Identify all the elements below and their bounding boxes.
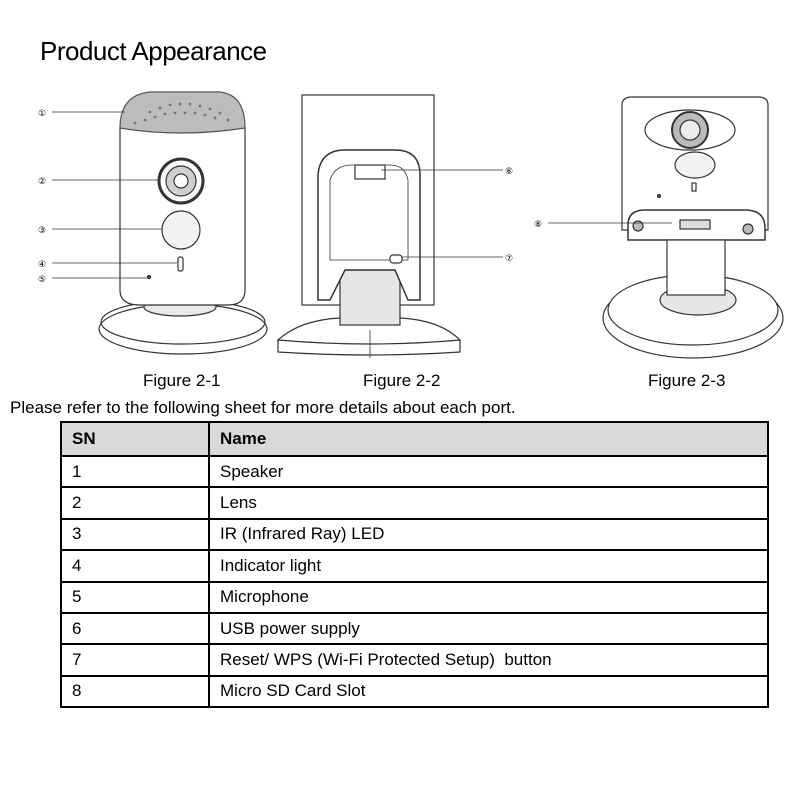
row-name: Lens [208, 486, 769, 520]
row-name: Speaker [208, 454, 769, 489]
table-row: 8 Micro SD Card Slot [60, 674, 769, 709]
table-row: 4 Indicator light [60, 549, 769, 583]
row-name: Indicator light [208, 549, 769, 583]
row-sn: 7 [60, 643, 210, 677]
row-name: Micro SD Card Slot [208, 674, 769, 709]
callout-1: ① [38, 109, 46, 119]
table-row: 7 Reset/ WPS (Wi-Fi Protected Setup) but… [60, 643, 769, 677]
callout-4: ④ [38, 260, 46, 270]
row-sn: 6 [60, 611, 210, 646]
intro-text: Please refer to the following sheet for … [10, 398, 516, 417]
page-title: Product Appearance [40, 36, 267, 66]
header-name: Name [208, 421, 769, 457]
row-name: IR (Infrared Ray) LED [208, 517, 769, 552]
figure-caption-2-1: Figure 2-1 [143, 371, 221, 390]
figure-caption-2-3: Figure 2-3 [648, 371, 726, 390]
header-sn: SN [60, 421, 210, 457]
table-header-row: SN Name [60, 421, 769, 457]
table-row: 6 USB power supply [60, 611, 769, 646]
callout-7: ⑦ [505, 254, 513, 264]
row-sn: 1 [60, 454, 210, 489]
ports-table: SN Name 1 Speaker 2 Lens 3 IR (Infrared … [60, 421, 769, 709]
figure-2-1-drawing [52, 91, 268, 355]
table-row: 3 IR (Infrared Ray) LED [60, 517, 769, 552]
row-name: Reset/ WPS (Wi-Fi Protected Setup) butto… [208, 643, 769, 677]
figure-2-2-drawing [276, 94, 503, 358]
callout-8: ⑧ [534, 220, 542, 230]
row-sn: 3 [60, 517, 210, 552]
table-row: 1 Speaker [60, 454, 769, 489]
product-figures: ① ② ③ ④ ⑤ ⑥ ⑦ ⑧ [38, 91, 784, 359]
row-sn: 5 [60, 580, 210, 614]
row-sn: 8 [60, 674, 210, 709]
callout-5: ⑤ [38, 275, 46, 285]
callout-2: ② [38, 177, 46, 187]
row-name: Microphone [208, 580, 769, 614]
row-name: USB power supply [208, 611, 769, 646]
row-sn: 2 [60, 486, 210, 520]
table-row: 2 Lens [60, 486, 769, 520]
row-sn: 4 [60, 549, 210, 583]
callout-3: ③ [38, 226, 46, 236]
figure-2-3-drawing [548, 96, 784, 359]
figure-caption-2-2: Figure 2-2 [363, 371, 441, 390]
table-row: 5 Microphone [60, 580, 769, 614]
callout-6: ⑥ [505, 167, 513, 177]
